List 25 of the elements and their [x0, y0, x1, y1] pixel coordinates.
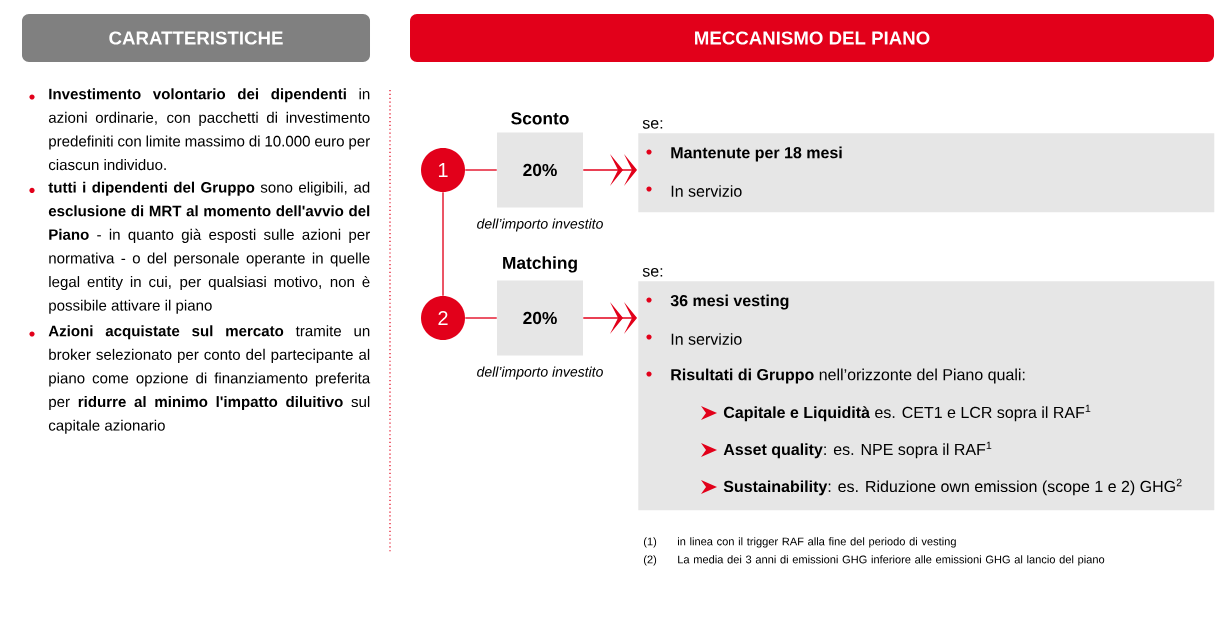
section-header: MECCANISMO DEL PIANO [410, 14, 1214, 62]
connector-line [464, 169, 498, 171]
arrow-bullet-item: Sustainability: es. Riduzione own emission (scope 1 e 2) GHG$^{2}$ [701, 478, 1182, 496]
connector-line [442, 191, 444, 297]
connector-line [464, 317, 498, 319]
arrow-bullet-item: Capitale e Liquidità es. CET1 e LCR sopra il RAF$^{1}$ [701, 404, 1091, 422]
footnote-number: (1) [643, 537, 657, 548]
bullet-paragraph: Azioni acquistate sul mercato tramite un broker selezionato per conto del partecipante al piano come opzione di finanziamento preferita per ridurre al minimo l'impatto diluitivo sul capitale azionario [48, 325, 371, 434]
bullet-item: In servizio [646, 185, 742, 197]
bullet-paragraph: Investimento volontario dei dipendenti in azioni ordinarie, con pacchetti di investimento predefiniti con limite massimo di 10.000 euro per ciascun individuo. [48, 88, 370, 171]
footnote-text: La media dei 3 anni di emissioni GHG inferiore alle emissioni GHG al lancio del piano [678, 555, 1105, 566]
footnote-text: in linea con il trigger RAF alla fine del periodo di vesting [678, 537, 956, 548]
node-label: Sconto [511, 112, 569, 125]
node-label: dell’importo investito [477, 218, 603, 232]
footnote-number: (2) [643, 555, 657, 566]
bullet-item: Mantenute per 18 mesi [646, 146, 842, 162]
percentage-box: 20% Matching dell’importo investito [477, 256, 603, 380]
bullet-item: 36 mesi vesting [646, 294, 789, 310]
bullet-item: In servizio [646, 333, 742, 345]
node-label: dell’importo investito [477, 366, 603, 380]
section-header: CARATTERISTICHE [22, 14, 370, 62]
percentage-box: 20% Sconto dell’importo investito [477, 112, 603, 232]
bullet-item: Risultati di Gruppo nell’orizzonte del Piano quali: [646, 368, 1025, 384]
arrow-bullet-item: Asset quality: es. NPE sopra il RAF$^{1}$ [701, 441, 992, 459]
node-label: Matching [503, 256, 577, 273]
